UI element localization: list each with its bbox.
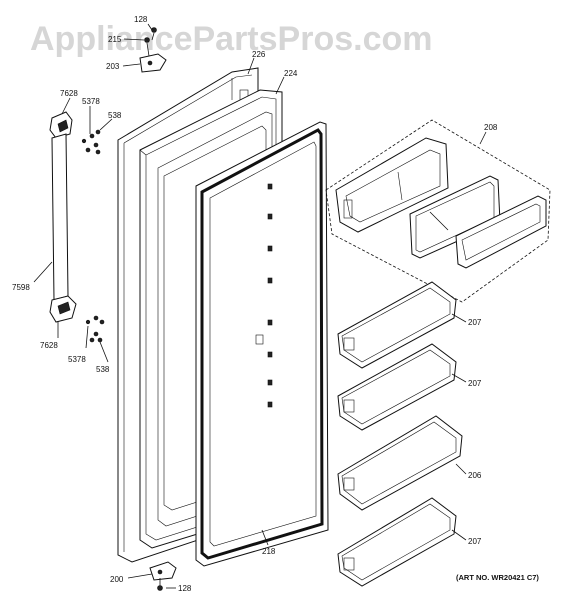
label-207-c: 207 <box>468 537 482 546</box>
top-hinge-part <box>139 27 167 73</box>
label-206: 206 <box>468 471 482 480</box>
door-bin-part <box>337 281 457 369</box>
door-handle-part <box>49 111 105 343</box>
door-bin-part <box>337 497 457 587</box>
dairy-compartment-group <box>325 119 551 303</box>
shelf-stud-row <box>255 183 273 408</box>
leader-lines <box>33 23 487 589</box>
label-224: 224 <box>284 69 298 78</box>
label-7628-bottom: 7628 <box>40 341 58 350</box>
label-538-bottom: 538 <box>96 365 110 374</box>
label-538-top: 538 <box>108 111 122 120</box>
label-203: 203 <box>106 62 120 71</box>
label-200: 200 <box>110 575 124 584</box>
label-207-b: 207 <box>468 379 482 388</box>
art-number: (ART NO. WR20421 C7) <box>456 573 539 582</box>
part-number-labels: 128 215 203 226 224 7628 5378 538 7598 7… <box>12 15 498 593</box>
label-7628-top: 7628 <box>60 89 78 98</box>
door-bin-part <box>337 343 457 431</box>
label-207-a: 207 <box>468 318 482 327</box>
bottom-hinge-part <box>149 561 177 591</box>
label-218: 218 <box>262 547 276 556</box>
door-bin-part <box>337 415 463 511</box>
label-5378-bottom: 5378 <box>68 355 86 364</box>
label-215: 215 <box>108 35 122 44</box>
label-208: 208 <box>484 123 498 132</box>
label-5378-top: 5378 <box>82 97 100 106</box>
door-gasket-part <box>195 121 329 567</box>
label-128-top: 128 <box>134 15 148 24</box>
label-128-bottom: 128 <box>178 584 192 593</box>
label-7598: 7598 <box>12 283 30 292</box>
watermark-text: AppliancePartsPros.com <box>30 20 432 58</box>
label-226: 226 <box>252 50 266 59</box>
